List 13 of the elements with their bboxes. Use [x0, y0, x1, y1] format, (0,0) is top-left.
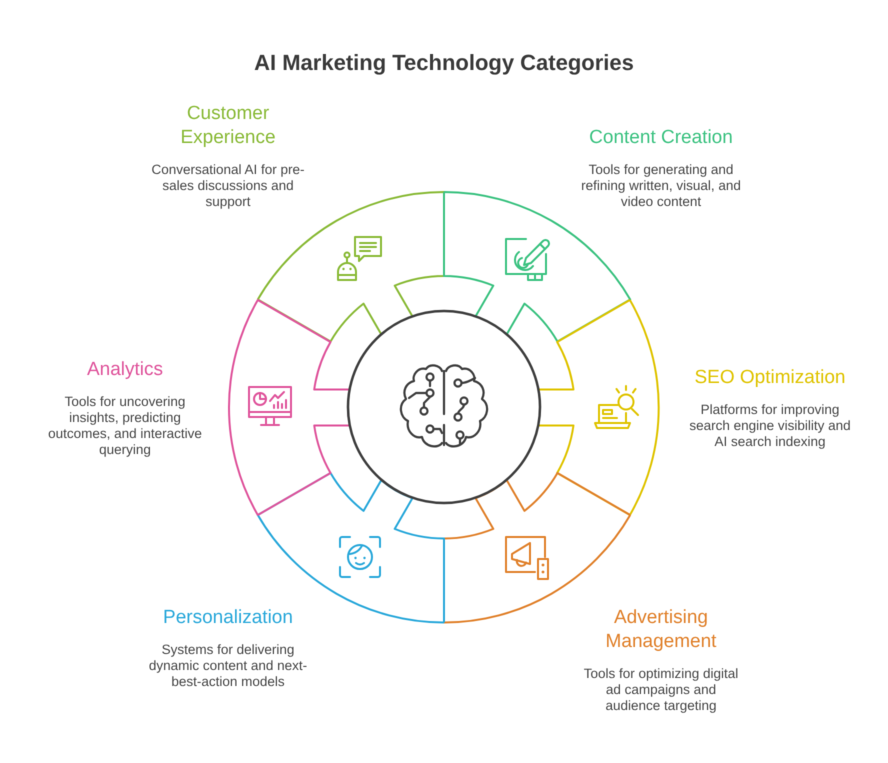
category-heading: Personalization — [163, 606, 293, 630]
category-description: Tools for optimizing digital ad campaigns and audience targeting — [582, 666, 740, 714]
category-heading: Analytics — [86, 358, 164, 382]
diagram-title: AI Marketing Technology Categories — [254, 49, 634, 77]
category-description: Systems for delivering dynamic content and next-best-action models — [148, 642, 308, 690]
category-heading: Customer Experience — [179, 102, 277, 150]
category-description: Platforms for improving search engine visibility and AI search indexing — [688, 402, 852, 450]
category-heading: Content Creation — [589, 126, 733, 150]
category-heading: Advertising Management — [604, 606, 718, 654]
category-description: Conversational AI for pre-sales discussions and support — [150, 162, 306, 210]
category-heading: SEO Optimization — [694, 366, 846, 390]
category-description: Tools for generating and refining written, visual, and video content — [580, 162, 742, 210]
category-description: Tools for uncovering insights, predicting outcomes, and interactive querying — [47, 394, 203, 458]
